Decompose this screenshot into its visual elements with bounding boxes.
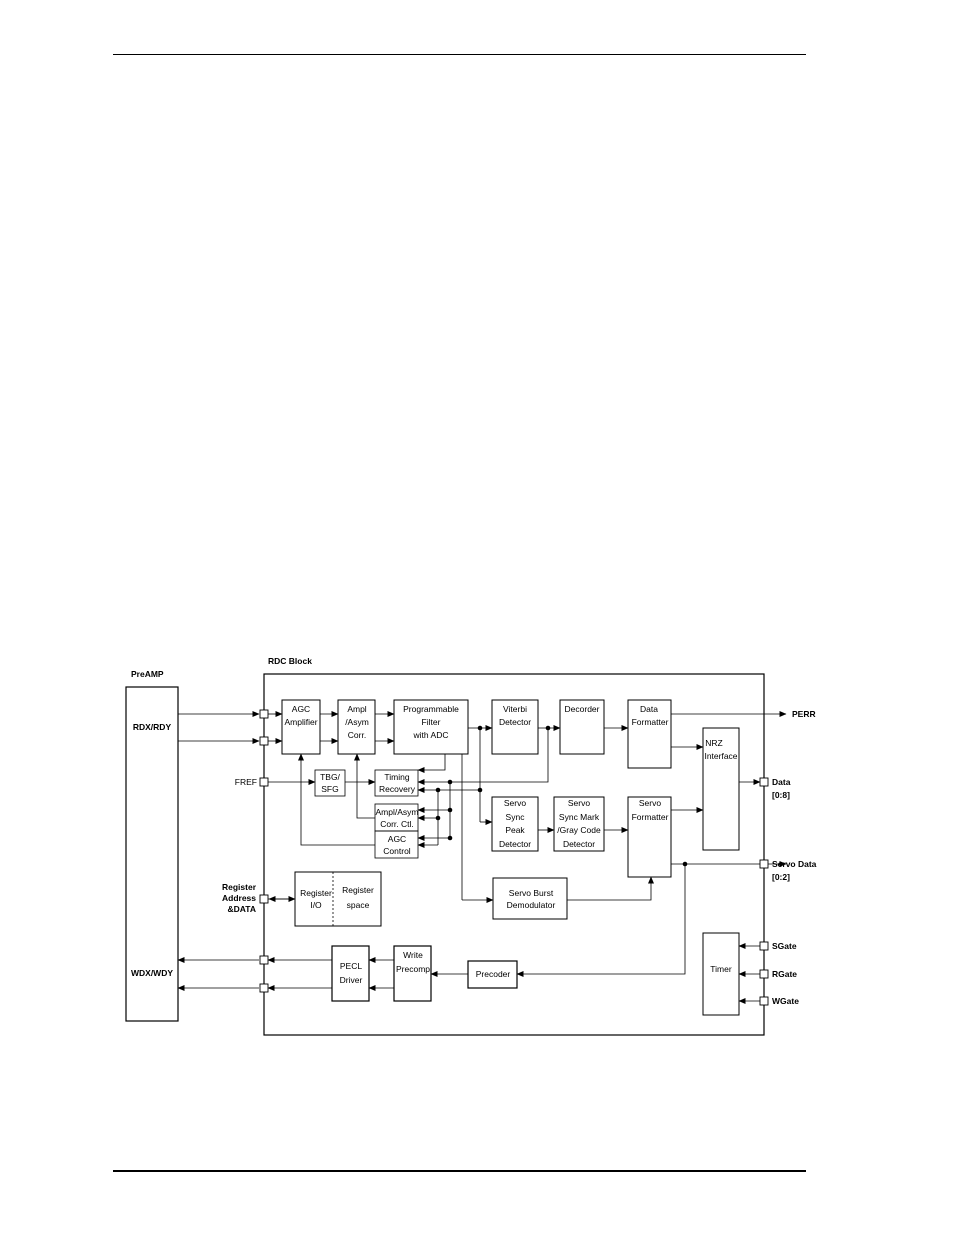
rdc-block-box [263,673,765,1036]
write-precomp-block: Write Precomp [393,945,432,1002]
data-pin-label-1: Data [772,777,791,787]
svg-text:Control: Control [383,846,411,856]
svg-text:Sync Mark: Sync Mark [559,812,600,822]
svg-text:Servo: Servo [504,798,526,808]
agc-amplifier-block: AGC Amplifier [281,699,321,755]
svg-text:Servo: Servo [568,798,590,808]
servo-formatter-block: Servo Formatter [627,796,672,878]
svg-text:SFG: SFG [321,784,338,794]
junction-dots [435,725,688,867]
svg-text:Register: Register [300,888,332,898]
servo-sync-mark-block: Servo Sync Mark /Gray Code Detector [553,796,605,852]
rgate-label: RGate [772,969,797,979]
svg-text:Ampl/Asym: Ampl/Asym [376,807,419,817]
register-pin-label-3: &DATA [228,904,256,914]
svg-text:Corr.: Corr. [348,730,366,740]
register-pin-label-1: Register [222,882,257,892]
tbg-sfg-block: TBG/ SFG [314,769,346,797]
signal-lines [177,711,787,1004]
svg-text:Ampl: Ampl [347,704,366,714]
svg-text:with ADC: with ADC [413,730,449,740]
wgate-label: WGate [772,996,799,1006]
register-pin-label-2: Address [222,893,256,903]
data-formatter-block: Data Formatter [627,699,672,769]
servo-burst-block: Servo Burst Demodulator [492,877,568,920]
svg-text:TBG/: TBG/ [320,772,340,782]
svg-text:Programmable: Programmable [403,704,459,714]
svg-text:AGC: AGC [388,834,406,844]
data-pin-label-2: [0:8] [772,790,790,800]
servo-data-pin-label-2: [0:2] [772,872,790,882]
svg-text:Recovery: Recovery [379,784,416,794]
decorder-block: Decorder [559,699,605,755]
pin-squares [259,709,769,1006]
pecl-driver-block: PECL Driver [331,945,370,1002]
svg-text:AGC: AGC [292,704,310,714]
svg-text:Write: Write [403,950,423,960]
svg-text:Precomp: Precomp [396,964,430,974]
svg-text:Timer: Timer [710,964,732,974]
preamp-title: PreAMP [131,669,164,679]
fref-label: FREF [235,777,257,787]
svg-text:Formatter: Formatter [632,812,669,822]
svg-text:Timing: Timing [384,772,409,782]
svg-text:I/O: I/O [310,900,322,910]
timer-block: Timer [702,932,740,1016]
svg-text:Filter: Filter [422,717,441,727]
svg-text:Detector: Detector [499,717,531,727]
ampl-asym-corr-block: Ampl /Asym Corr. [337,699,376,755]
ampl-asym-ctl-block: Ampl/Asym Corr. Ctl. [374,803,419,832]
svg-text:Demodulator: Demodulator [507,900,556,910]
bottom-rule [113,1170,806,1172]
svg-text:Amplifier: Amplifier [284,717,317,727]
svg-text:/Asym: /Asym [345,717,369,727]
svg-text:Servo Burst: Servo Burst [509,888,554,898]
svg-text:Driver: Driver [340,975,363,985]
servo-data-pin-label-1: Servo Data [772,859,817,869]
svg-text:Precoder: Precoder [476,969,511,979]
svg-text:Corr. Ctl.: Corr. Ctl. [380,819,414,829]
agc-control-block: AGC Control [374,830,419,859]
nrz-interface-block: NRZ Interface [702,727,740,851]
timing-recovery-block: Timing Recovery [374,769,419,797]
svg-text:/Gray Code: /Gray Code [557,825,601,835]
svg-text:Sync: Sync [506,812,526,822]
preamp-wdx-label: WDX/WDY [131,968,173,978]
svg-text:NRZ: NRZ [705,738,722,748]
programmable-filter-block: Programmable Filter with ADC [393,699,469,755]
servo-sync-peak-block: Servo Sync Peak Detector [491,796,539,852]
svg-text:Interface: Interface [704,751,737,761]
svg-text:Formatter: Formatter [632,717,669,727]
svg-text:Detector: Detector [563,839,595,849]
svg-text:Detector: Detector [499,839,531,849]
svg-text:Data: Data [640,704,658,714]
perr-label: PERR [792,709,816,719]
svg-text:Viterbi: Viterbi [503,704,527,714]
sgate-label: SGate [772,941,797,951]
svg-text:Decorder: Decorder [565,704,600,714]
precoder-block: Precoder [467,960,518,989]
rdc-block-title: RDC Block [268,656,312,666]
preamp-box [125,686,179,1022]
viterbi-detector-block: Viterbi Detector [491,699,539,755]
svg-text:space: space [347,900,370,910]
svg-text:PECL: PECL [340,961,362,971]
svg-text:Peak: Peak [505,825,525,835]
svg-text:Register: Register [342,885,374,895]
svg-text:Servo: Servo [639,798,661,808]
preamp-rdx-label: RDX/RDY [133,722,172,732]
top-rule [113,54,806,55]
register-block: Register I/O Register space [294,871,382,927]
